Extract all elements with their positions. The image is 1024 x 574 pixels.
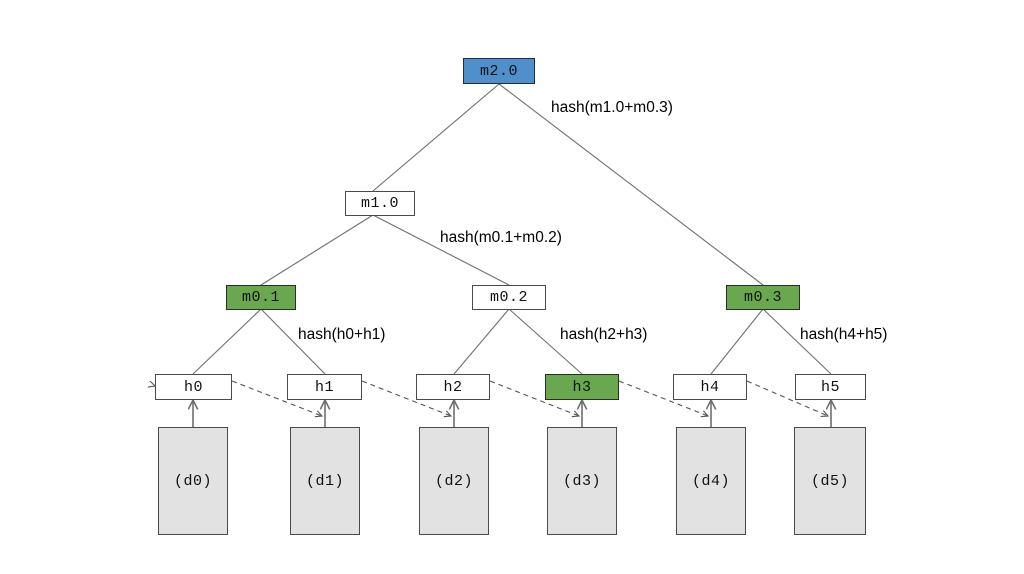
data-block-d2[interactable]: (d2) (419, 427, 489, 535)
data-block-d5[interactable]: (d5) (794, 427, 866, 535)
node-m0-2[interactable]: m0.2 (472, 285, 546, 310)
data-block-d4[interactable]: (d4) (676, 427, 746, 535)
edge-incoming-left-dashed (140, 381, 155, 386)
edge-m0-2-to-h2 (453, 308, 510, 375)
node-h3[interactable]: h3 (545, 374, 619, 400)
node-h2[interactable]: h2 (416, 374, 490, 400)
edge-label-m0-2: hash(h2+h3) (560, 326, 648, 343)
data-block-d3[interactable]: (d3) (547, 427, 617, 535)
node-m0-3[interactable]: m0.3 (726, 285, 800, 310)
edge-label-m0-1: hash(h0+h1) (298, 326, 386, 343)
node-m1-0[interactable]: m1.0 (345, 191, 415, 216)
edge-label-m1-0: hash(m0.1+m0.2) (440, 229, 562, 246)
edge-m1-0-to-m0-1 (260, 214, 374, 286)
data-block-d1[interactable]: (d1) (290, 427, 360, 535)
edge-label-m0-3: hash(h4+h5) (800, 326, 888, 343)
edge-root-to-m1-0 (372, 83, 500, 192)
node-m2-0[interactable]: m2.0 (463, 58, 535, 84)
edge-m0-1-to-h0 (192, 308, 262, 375)
node-h5[interactable]: h5 (795, 374, 866, 400)
node-h4[interactable]: h4 (673, 374, 747, 400)
edge-label-root: hash(m1.0+m0.3) (551, 99, 673, 116)
edge-m0-3-to-h4 (710, 308, 764, 375)
edge-m1-0-to-m0-2 (372, 214, 510, 286)
node-h0[interactable]: h0 (155, 374, 232, 400)
node-m0-1[interactable]: m0.1 (226, 285, 296, 310)
data-block-d0[interactable]: (d0) (158, 427, 228, 535)
node-h1[interactable]: h1 (287, 374, 362, 400)
